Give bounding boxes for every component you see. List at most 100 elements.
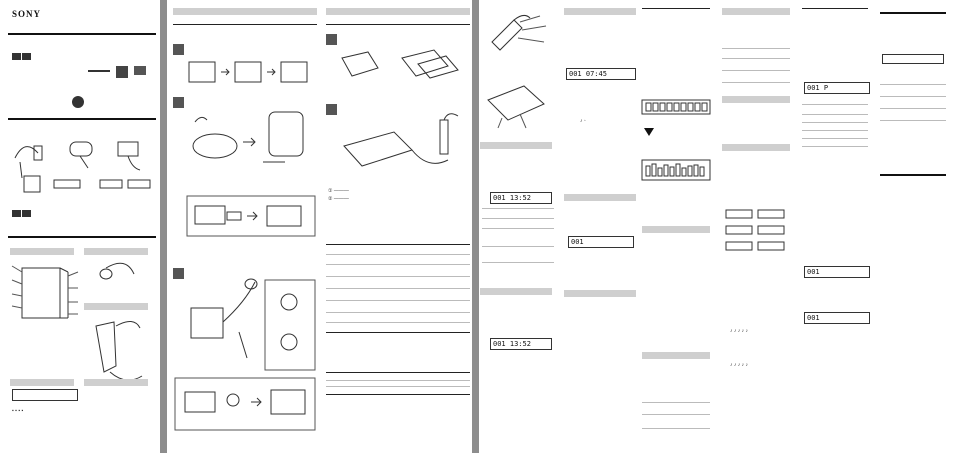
settings-band-1 [722,8,790,15]
edit-row-2 [880,96,946,97]
advanced-row-2 [802,114,868,115]
advanced-row-3 [802,122,868,123]
pitch-marker-b: ♪ ♪ ♪ ♪ ♪ [730,362,749,368]
settings-row-1 [722,48,790,49]
sound-top-rule [642,8,710,9]
rule-accessories [8,118,156,120]
play-note-1: ① ——— [328,188,349,194]
language-badge-4 [22,210,31,217]
table2-row-1 [326,380,470,381]
table-row-5 [326,300,470,301]
down-arrow-icon [644,128,654,136]
display-lcd-c: 001 07:45 [566,68,636,80]
language-badge-1 [12,53,21,60]
pitch-marker-a: ♪ ♪ ♪ ♪ ♪ [730,328,749,334]
display-row-4 [482,246,554,247]
table2-bottom-rule [326,394,470,395]
panel-getting-started [167,0,317,453]
play-mode-band-3 [564,290,636,297]
play-connection-illustration [343,113,459,167]
display-row-1 [482,208,554,209]
play-mode-band-2 [564,194,636,201]
panel-advanced: 001 P 001 001 [800,0,872,453]
panel-cover: SONY [0,0,160,453]
table-row-3 [326,276,470,277]
panel-settings: ♪ ♪ ♪ ♪ ♪ ♪ ♪ ♪ ♪ ♪ [720,0,792,453]
display-lcd-e: 001 P [804,82,870,94]
step-3-badge [173,268,184,279]
edit-display-box [882,54,944,64]
settings-row-4 [722,82,790,83]
play-mode-band [564,8,636,15]
table-row-4 [326,288,470,289]
sound-row-2 [642,414,710,415]
play-note-2: ② ——— [328,196,349,202]
sound-band-2 [642,226,710,233]
table-row-2 [326,264,470,265]
panel-remote-display: 001 13:52 001 13:52 [480,0,560,453]
display-lcd-g: 001 [804,312,870,324]
advanced-row-5 [802,138,868,139]
remote-parts-diagram [95,262,143,381]
step-1-charge-illustration [188,61,308,83]
remote-header [84,303,148,310]
menu-flow-diagram [725,209,785,251]
player-top-illustration [487,85,545,129]
display-lcd-b: 001 13:52 [490,338,552,350]
display-row-5 [482,262,554,263]
table2-row-2 [326,386,470,387]
section-band-2 [326,8,470,15]
edit-row-4 [880,120,946,121]
parts-display-lcd [12,389,78,401]
advanced-row-4 [802,130,868,131]
step-2-badge [173,97,184,108]
language-badge-3 [12,210,21,217]
recycle-logo [72,96,84,108]
display-row-3 [482,228,554,229]
eq-bar-display-2 [641,159,711,181]
display-row-2 [482,218,554,219]
edit-top-rule [880,12,946,14]
fold-gutter-2 [472,0,479,453]
display-lcd-a: 001 13:52 [490,192,552,204]
display-section-band [480,142,552,149]
settings-band-3 [722,144,790,151]
display-header [10,379,74,386]
advanced-row-6 [802,146,868,147]
parts-header-right [84,248,148,255]
section-band-1 [173,8,317,15]
table-bottom-rule [326,332,470,333]
display-lcd-f: 001 [804,266,870,278]
sound-row-3 [642,428,710,429]
display-section-band-2 [480,288,552,295]
edit-bottom-rule [880,174,946,176]
step-3-connection-inset [174,377,316,431]
step-3-headphone-illustration [190,278,316,371]
panel-insert-disc: ① ——— ② ——— [320,0,470,453]
step-1-badge [173,44,184,55]
accessory-headphones-illustration [14,141,151,193]
language-badge-2 [22,53,31,60]
advanced-row-1 [802,104,868,105]
rule-parts [8,236,156,238]
section-rule-2 [326,24,470,25]
edit-row-3 [880,108,946,109]
parts-header-left [10,248,74,255]
panel-edit [878,0,954,453]
step-2-battery-inset [186,195,316,237]
sony-logo: SONY [12,9,42,19]
eq-bar-display-1 [641,99,711,115]
table2-top-rule [326,372,470,373]
play-mode-icons: ♪ ◦ [580,118,586,124]
walkman-logo [88,60,110,72]
step-2-stand-illustration [192,111,304,163]
disc-insert-illustration [341,49,459,79]
settings-band-2 [722,96,790,103]
settings-row-2 [722,58,790,59]
table-row-6 [326,312,470,313]
remote-control-illustration [491,14,547,51]
display-header-2 [84,379,148,386]
table-row-7 [326,322,470,323]
main-unit-parts-diagram [11,265,79,319]
